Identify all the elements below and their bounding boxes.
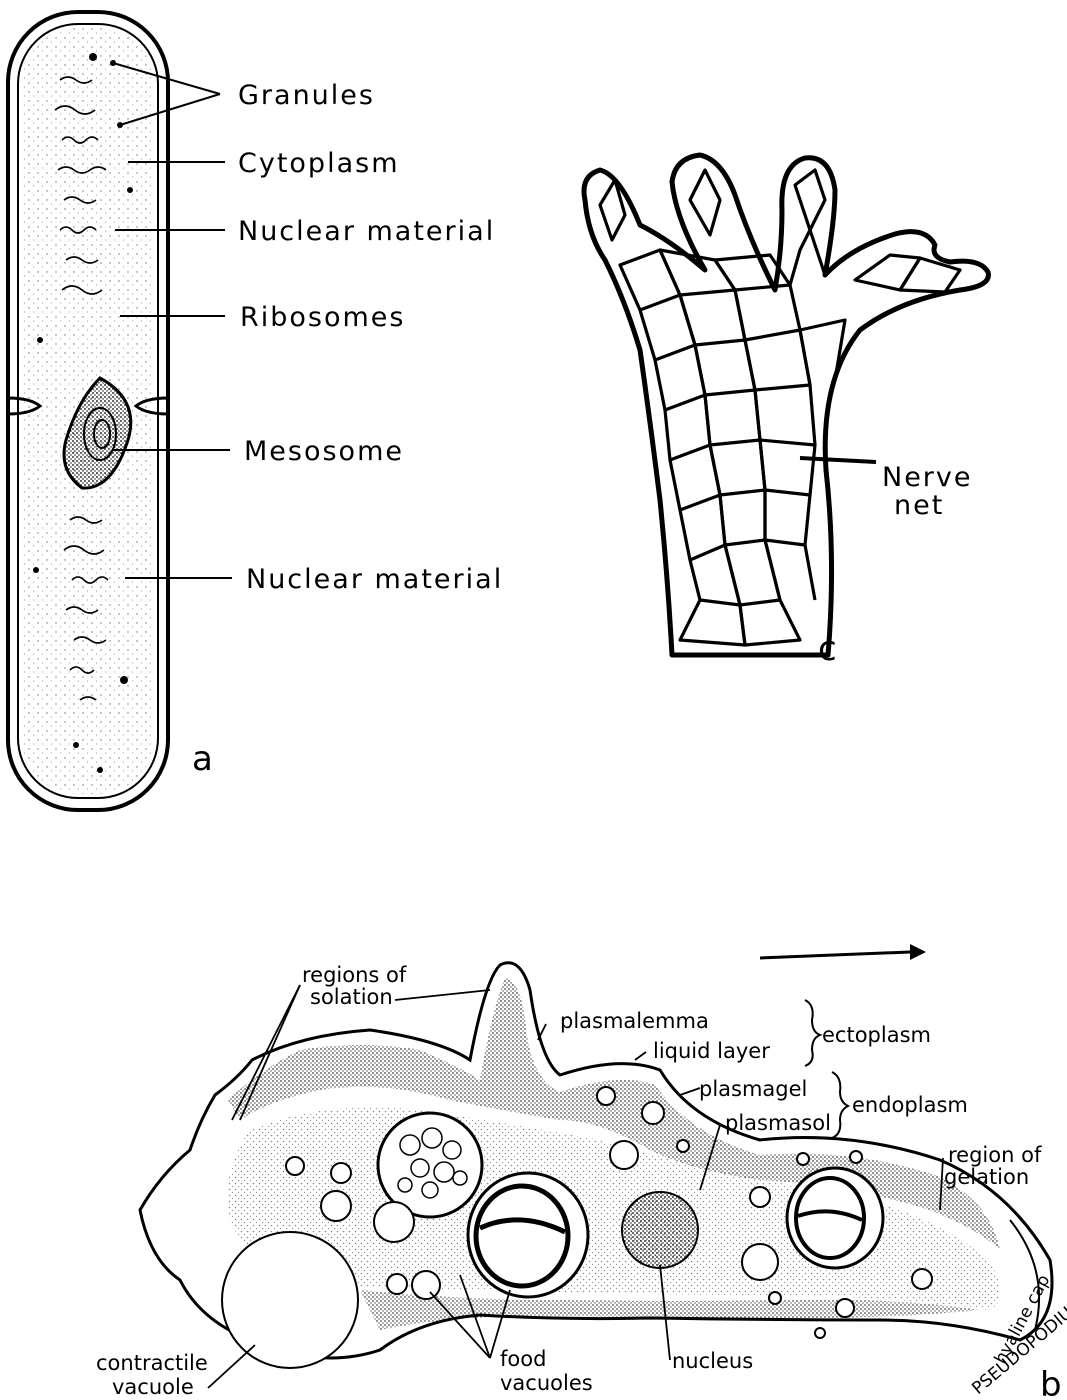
panel-a-bacterium: Granules Cytoplasm Nuclear material Ribo… <box>8 12 503 810</box>
granule <box>97 767 103 773</box>
granule <box>89 53 97 61</box>
granule <box>120 676 128 684</box>
label-nucleus: nucleus <box>672 1349 753 1373</box>
granule <box>33 567 39 573</box>
label-ribosomes: Ribosomes <box>240 302 406 333</box>
panel-c-letter: c <box>818 629 837 669</box>
label-granules: Granules <box>238 80 375 111</box>
label-gelation: gelation <box>944 1165 1029 1189</box>
panel-b-amoeba: regions of solation plasmalemma liquid l… <box>96 944 1067 1400</box>
movement-arrow-shaft <box>760 952 910 958</box>
label-region-of: region of <box>948 1143 1042 1167</box>
movement-arrow-head <box>910 944 926 960</box>
label-solation: solation <box>310 985 393 1009</box>
label-plasmagel: plasmagel <box>699 1077 807 1101</box>
label-vacuole: vacuole <box>112 1375 194 1399</box>
panel-b-letter: b <box>1040 1365 1062 1400</box>
label-ectoplasm: ectoplasm <box>822 1023 931 1047</box>
food-vacuole-prey-1-inner <box>476 1186 568 1286</box>
ectoplasm-brace <box>805 1000 820 1066</box>
label-plasmalemma: plasmalemma <box>560 1009 709 1033</box>
label-contractile: contractile <box>96 1351 208 1375</box>
granule <box>37 337 43 343</box>
endoplasm-brace <box>832 1072 848 1138</box>
label-liquid-layer: liquid layer <box>653 1039 770 1063</box>
panel-c-hydra: Nerve net c <box>584 155 988 669</box>
label-vacuoles: vacuoles <box>500 1371 593 1395</box>
hydra-body-outline <box>584 155 988 655</box>
panel-a-letter: a <box>192 739 213 779</box>
label-nerve: Nerve <box>882 462 973 493</box>
nucleus <box>622 1192 698 1268</box>
label-endoplasm: endoplasm <box>852 1093 968 1117</box>
label-mesosome: Mesosome <box>244 436 404 467</box>
label-net: net <box>894 490 944 521</box>
label-nuclear-material-top: Nuclear material <box>238 216 495 247</box>
granule <box>127 187 133 193</box>
label-cytoplasm: Cytoplasm <box>238 148 400 179</box>
label-regions-of: regions of <box>302 963 407 987</box>
label-plasmasol: plasmasol <box>725 1111 831 1135</box>
label-nuclear-material-bottom: Nuclear material <box>246 564 503 595</box>
label-food: food <box>500 1347 546 1371</box>
contractile-vacuole <box>222 1232 358 1368</box>
granule <box>73 742 79 748</box>
